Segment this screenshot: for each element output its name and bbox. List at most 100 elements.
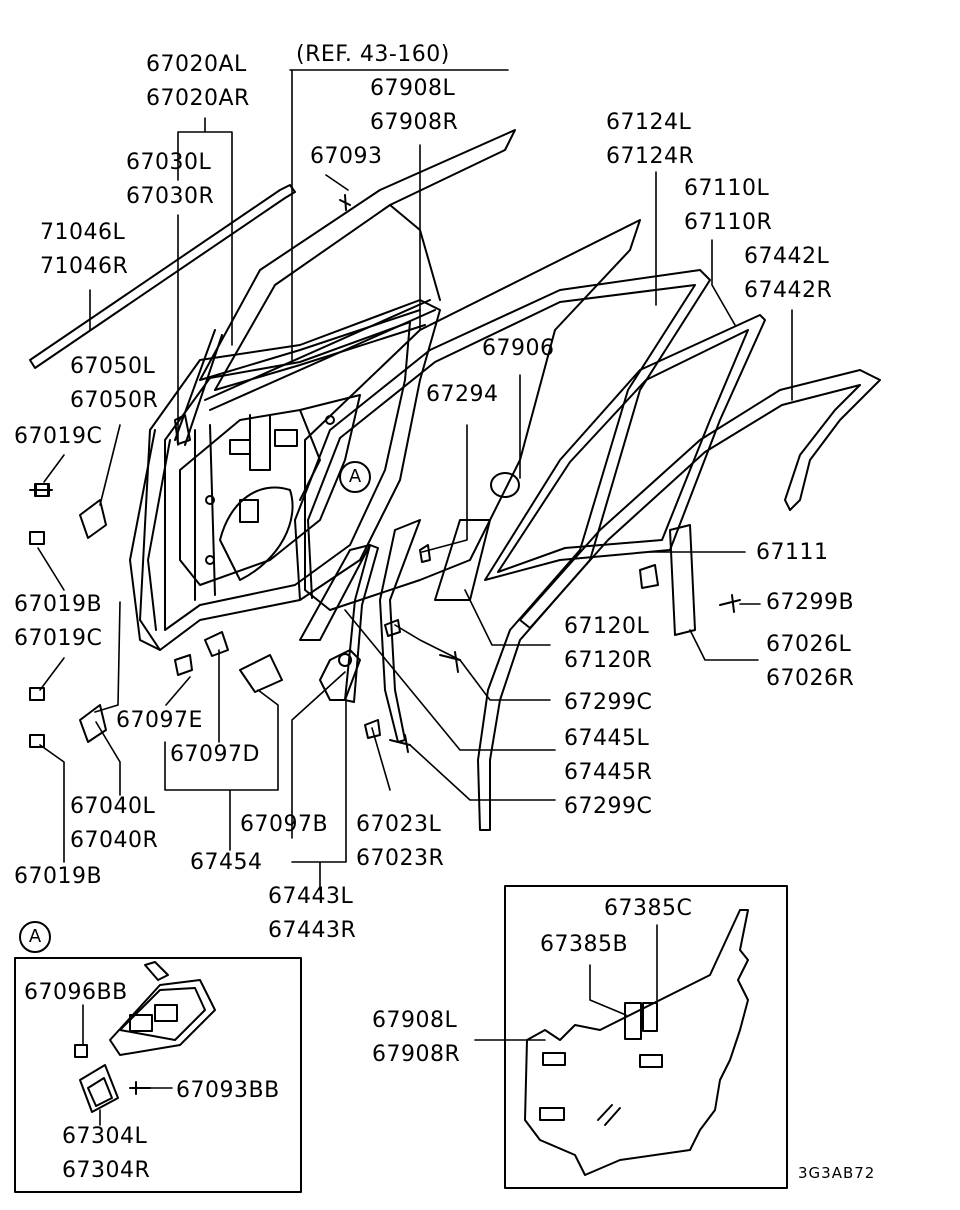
detail-a-box [14, 957, 302, 1193]
run-channel-67030 [174, 329, 223, 446]
callout-line: 67019C [14, 626, 103, 651]
callout-67454: 67454 [190, 846, 263, 880]
callout-67906: 67906 [482, 332, 555, 366]
callout-line: 67093 [310, 144, 383, 169]
belt-molding-outer [204, 299, 436, 411]
callout-line: 67023L [356, 812, 442, 837]
leader-lines [37, 69, 793, 891]
callout-line: 67026L [766, 632, 852, 657]
callout-line: 67120L [564, 614, 650, 639]
ref-text: (REF. 43-160) [296, 42, 450, 67]
callout-line: 67093BB [176, 1078, 280, 1103]
callout-71046: 71046L 71046R [40, 216, 128, 284]
weatherstrip-67124 [294, 269, 711, 831]
run-channel-67443 [319, 649, 361, 701]
window-frame [199, 129, 516, 391]
callout-67299C-lower: 67299C [564, 790, 652, 824]
callout-line: 67908R [372, 1042, 461, 1067]
callout-line: 67023R [356, 846, 445, 871]
callout-67019B-top: 67019B [14, 588, 102, 622]
callout-67019C-top: 67019C [14, 420, 102, 454]
callout-line: 67097D [170, 742, 260, 767]
callout-67304: 67304L 67304R [62, 1120, 150, 1188]
callout-line: 67026R [766, 666, 855, 691]
division-channel-67445 [344, 519, 421, 743]
callout-67299B: 67299B [766, 586, 854, 620]
diagram-code-text: 3G3AB72 [798, 1164, 876, 1182]
callout-line: 67050L [70, 354, 156, 379]
weatherstrip-67442 [519, 369, 881, 629]
callout-line: 67385B [540, 932, 629, 957]
callout-line: 67019B [14, 864, 103, 889]
callout-line: 67304R [62, 1158, 151, 1183]
callout-line: 67443L [268, 884, 354, 909]
callout-line: 67020AR [146, 86, 250, 111]
callout-67019B-bottom: 67019B [14, 860, 102, 894]
detail-a-marker: A [19, 921, 51, 953]
callout-67020A: 67020AL 67020AR [146, 48, 250, 116]
callout-67050: 67050L 67050R [70, 350, 158, 418]
callout-67908-top: 67908L 67908R [370, 72, 458, 140]
callout-67445: 67445L 67445R [564, 722, 652, 790]
callout-line: 67050R [70, 388, 159, 413]
callout-67111: 67111 [756, 536, 829, 570]
callout-67030: 67030L 67030R [126, 146, 214, 214]
callout-67019C-bottom: 67019C [14, 622, 102, 656]
callout-67442: 67442L 67442R [744, 240, 832, 308]
callout-line: 67294 [426, 382, 499, 407]
callout-67093: 67093 [310, 140, 383, 174]
callout-67023: 67023L 67023R [356, 808, 444, 876]
trim-panel-inset [474, 885, 788, 1189]
callout-line: 67385C [604, 896, 693, 921]
detail-a-marker-main: A [339, 461, 371, 493]
door-glass [304, 219, 641, 611]
callout-67110: 67110L 67110R [684, 172, 772, 240]
callout-line: 67110L [684, 176, 770, 201]
callout-line: 67454 [190, 850, 263, 875]
callout-67385B: 67385B [540, 928, 628, 962]
callout-67294: 67294 [426, 378, 499, 412]
callout-line: 67445L [564, 726, 650, 751]
callout-67026: 67026L 67026R [766, 628, 854, 696]
callout-line: 67124L [606, 110, 692, 135]
callout-line: 67442L [744, 244, 830, 269]
callout-line: 67019B [14, 592, 103, 617]
callout-line: 67445R [564, 760, 653, 785]
callout-line: 67442R [744, 278, 833, 303]
callout-line: 67030R [126, 184, 215, 209]
callout-line: 67124R [606, 144, 695, 169]
callout-67124: 67124L 67124R [606, 106, 694, 174]
callout-line: 67299C [564, 690, 653, 715]
callout-line: 67097B [240, 812, 329, 837]
glass-67110 [484, 314, 766, 581]
callout-line: 67040R [70, 828, 159, 853]
callout-67040: 67040L 67040R [70, 790, 158, 858]
callout-line: 67908L [370, 76, 456, 101]
callout-line: 67019C [14, 424, 103, 449]
callout-line: 67120R [564, 648, 653, 673]
callout-line: 67908L [372, 1008, 458, 1033]
bumper-67906 [490, 472, 520, 498]
callout-67096BB: 67096BB [24, 976, 128, 1010]
callout-line: 67299B [766, 590, 855, 615]
molding-strip-71046 [29, 184, 296, 369]
callout-line: 71046R [40, 254, 129, 279]
callout-line: 67030L [126, 150, 212, 175]
callout-line: 67097E [116, 708, 203, 733]
callout-line: 67040L [70, 794, 156, 819]
diagram-code: 3G3AB72 [798, 1164, 875, 1182]
callout-67120: 67120L 67120R [564, 610, 652, 678]
callout-67097D: 67097D [170, 738, 260, 772]
callout-67093BB: 67093BB [176, 1074, 280, 1108]
callout-67097B: 67097B [240, 808, 328, 842]
callout-67443: 67443L 67443R [268, 880, 356, 948]
callout-line: 67110R [684, 210, 773, 235]
callout-line: 71046L [40, 220, 126, 245]
callout-line: 67096BB [24, 980, 128, 1005]
callout-67385C: 67385C [604, 892, 692, 926]
callout-67097E: 67097E [116, 704, 203, 738]
callout-67299C-upper: 67299C [564, 686, 652, 720]
callout-line: 67908R [370, 110, 459, 135]
fasteners [29, 194, 741, 753]
